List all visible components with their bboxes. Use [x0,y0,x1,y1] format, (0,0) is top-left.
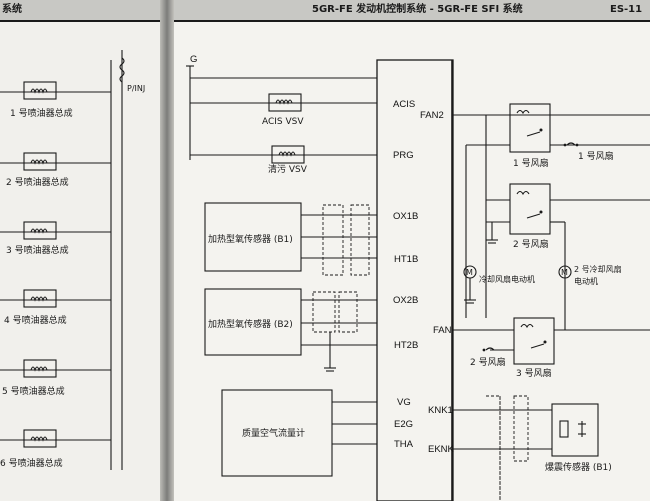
acis-vsv-label: ACIS VSV [262,117,304,127]
left-header-text: 系统 [2,4,22,15]
cooling-motor-2-label-b: 电动机 [574,276,598,286]
pin-e2g: E2G [394,419,413,430]
page-header: 系统 5GR-FE 发动机控制系统 - 5GR-FE SFI 系统 ES-11 [0,0,650,22]
purge-vsv-label: 清污 VSV [268,163,308,175]
pin-fan2: FAN2 [420,110,444,121]
knock-sensor-label: 爆震传感器 (B1) [545,461,612,473]
relay-2-label: 2 号风扇 [513,238,549,250]
pin-ht1b: HT1B [394,254,418,265]
injector-3-label: 3 号喷油器总成 [6,244,69,256]
knock-sensor: KNK1 EKNK 爆震传感器 (B1) [428,395,612,501]
pin-ht2b: HT2B [394,340,418,351]
o2-b1-label: 加热型氧传感器 (B1) [208,233,293,245]
left-header-strip [0,0,160,22]
acis-vsv: ACIS VSV ACIS [190,93,415,127]
pin-ox1b: OX1B [393,211,418,222]
pin-ox2b: OX2B [393,295,418,306]
cooling-motor-2-label: 2 号冷却风扇 [574,264,622,274]
page-title: 5GR-FE 发动机控制系统 - 5GR-FE SFI 系统 [312,4,523,15]
injector-3: 3 号喷油器总成 [0,221,111,256]
pin-vg: VG [397,397,411,408]
o2-b2-label: 加热型氧传感器 (B2) [208,318,293,330]
cooling-motor-1-label: 冷却风扇电动机 [479,274,535,284]
pinj-relay-label: P/INJ [127,84,145,93]
injector-2-label: 2 号喷油器总成 [6,176,69,188]
book-gutter [160,0,174,501]
pin-tha: THA [394,439,414,450]
right-page [174,0,650,501]
injector-1-label: 1 号喷油器总成 [10,107,73,119]
left-injector-circuit: P/INJ 1 号喷油器总成 2 号喷油器总成 3 号喷油器总成 [0,50,145,470]
injector-6-label: 6 号喷油器总成 [0,457,63,469]
pin-fan: FAN [433,325,452,336]
fan-1-output-label: 1 号风扇 [578,150,614,162]
pin-prg: PRG [393,150,414,161]
ground-label: G [190,54,197,65]
injector-4: 4 号喷油器总成 [0,289,111,326]
pin-eknk: EKNK [428,444,455,455]
page-number: ES-11 [610,4,643,15]
injector-2: 2 号喷油器总成 [0,152,111,188]
cooling-motor-2-symbol: M [561,268,568,277]
ecm-block [376,59,454,501]
o2-sensor-b1: 加热型氧传感器 (B1) OX1B HT1B [204,202,418,276]
injector-6: 6 号喷油器总成 [0,429,111,469]
relay-1-label: 1 号风扇 [513,157,549,169]
injector-5: 5 号喷油器总成 [0,359,111,397]
ground-supply: G [186,54,377,160]
left-page [0,0,160,501]
maf-label: 质量空气流量计 [242,427,305,439]
relay-3-label: 3 号风扇 [516,367,552,379]
injector-1: 1 号喷油器总成 [0,81,111,119]
purge-vsv: 清污 VSV PRG [190,145,414,175]
cooling-motor-1-symbol: M [466,268,473,277]
injector-5-label: 5 号喷油器总成 [2,385,65,397]
right-header-strip [174,0,650,22]
injector-4-label: 4 号喷油器总成 [4,314,67,326]
pin-knk1: KNK1 [428,405,453,416]
fan-circuit: FAN2 1 号风扇 1 号风扇 [420,103,650,379]
pin-acis: ACIS [393,99,415,110]
maf-meter: 质量空气流量计 VG E2G THA [221,389,414,477]
o2-sensor-b2: 加热型氧传感器 (B2) OX2B HT2B [204,288,418,372]
fan-2-left-label: 2 号风扇 [470,356,506,368]
